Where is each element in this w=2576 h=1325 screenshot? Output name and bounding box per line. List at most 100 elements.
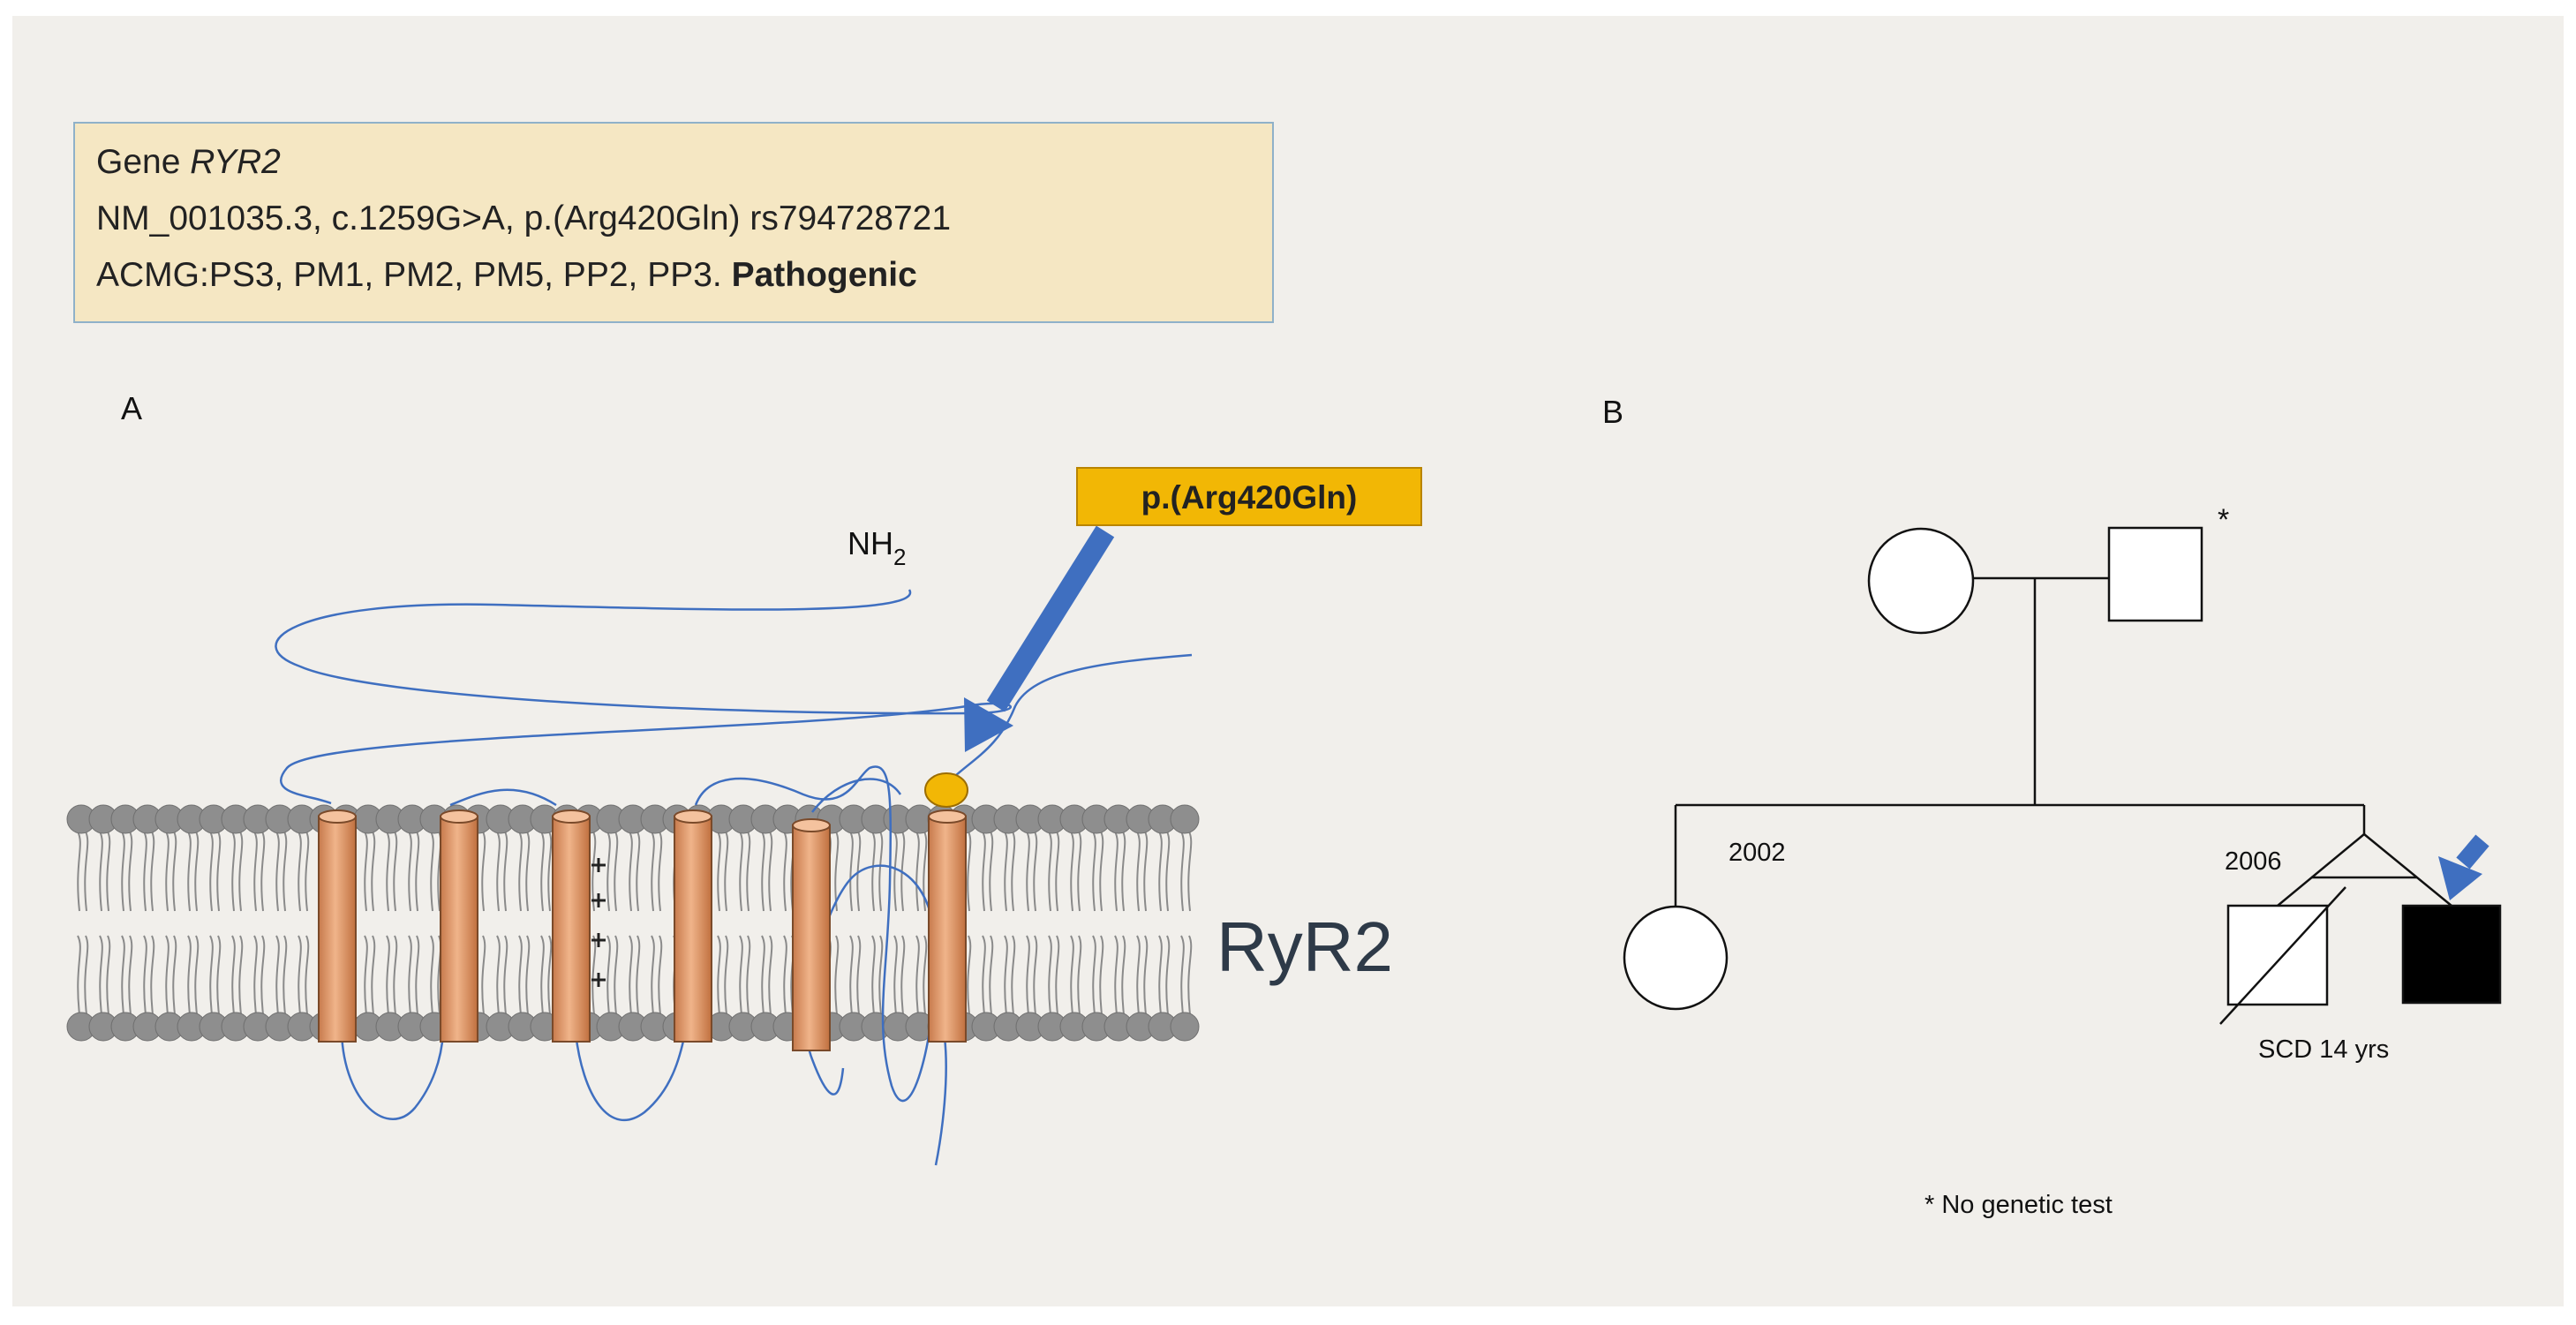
lipid-head: [1170, 804, 1200, 834]
lipid-tail: [761, 935, 765, 1015]
lipid-tail: [629, 831, 633, 912]
lipid-tail: [967, 935, 972, 1015]
lipid-heads-outer: [66, 804, 1200, 834]
lipid-tail: [386, 831, 390, 912]
lipid-tails: [77, 831, 1193, 1015]
lipid-tail: [525, 935, 531, 1015]
lipid-tail: [209, 935, 214, 1015]
twin-line-left: [2277, 833, 2365, 907]
lipid-tail: [525, 831, 531, 912]
lipid-tail: [1033, 935, 1038, 1015]
lipid-tail: [1004, 935, 1008, 1015]
lipid-tail: [1026, 935, 1030, 1015]
lipid-tail: [871, 831, 876, 912]
lipid-tail: [982, 831, 986, 912]
lipid-tail: [408, 831, 412, 912]
lipid-tail: [298, 831, 302, 912]
lipid-tail: [496, 935, 501, 1015]
lipid-tail: [518, 831, 523, 912]
lipid-tail: [871, 935, 876, 1015]
lipid-tail: [165, 935, 169, 1015]
lipid-tail: [717, 935, 721, 1015]
lipid-tail: [856, 831, 862, 912]
lipid-tail: [393, 831, 398, 912]
lipid-tail: [614, 935, 619, 1015]
lipid-tail: [253, 831, 258, 912]
lipid-tail: [84, 831, 89, 912]
lipid-tail: [216, 831, 222, 912]
lipid-tail: [1092, 831, 1096, 912]
lipid-tail: [275, 935, 280, 1015]
daughter-symbol: [1623, 905, 1729, 1011]
lipid-tail: [503, 935, 508, 1015]
protein-chain: [275, 589, 1193, 1166]
lipid-tail: [893, 831, 898, 912]
lipid-tail: [768, 831, 773, 912]
proband-arrow-icon: [2438, 834, 2489, 900]
gene-name: RYR2: [190, 143, 281, 181]
lipid-tail: [194, 831, 200, 912]
n-terminus-label: NH2: [847, 525, 906, 570]
lipid-tail: [187, 831, 192, 912]
helix-tm2: [440, 809, 478, 1043]
lipid-tail: [503, 831, 508, 912]
panel-b-label: B: [1602, 394, 1624, 430]
lipid-tail: [282, 831, 288, 912]
lipid-tail: [761, 831, 765, 912]
lipid-tail: [1055, 935, 1060, 1015]
lipid-tail: [1011, 935, 1016, 1015]
c-terminal-tail: [934, 1036, 947, 1166]
lipid-tail: [834, 831, 840, 912]
lipid-tail: [77, 831, 81, 912]
lipid-tail: [658, 831, 663, 912]
lipid-tail: [371, 831, 376, 912]
lipid-tail: [386, 935, 390, 1015]
lipid-tail: [746, 831, 751, 912]
lipid-tail: [209, 831, 214, 912]
lipid-tail: [834, 935, 840, 1015]
lipid-tail: [989, 935, 994, 1015]
lipid-tail: [614, 831, 619, 912]
lipid-tail: [106, 935, 111, 1015]
lipid-tail: [878, 935, 884, 1015]
gene-line: Gene RYR2: [96, 134, 1251, 191]
lipid-tail: [231, 935, 236, 1015]
lipid-tail: [1114, 935, 1119, 1015]
lipid-tail: [1136, 935, 1141, 1015]
lipid-tail: [260, 831, 266, 912]
lipid-tail: [231, 831, 236, 912]
lipid-tail: [496, 831, 501, 912]
deceased-note: SCD 14 yrs: [2258, 1035, 2389, 1064]
lipid-tail: [783, 935, 787, 1015]
lipid-tail: [1187, 935, 1193, 1015]
lipid-tail: [783, 831, 787, 912]
lipid-tail: [900, 935, 906, 1015]
lipid-tail: [1143, 831, 1149, 912]
lipid-tail: [150, 831, 155, 912]
lipid-tail: [739, 831, 743, 912]
lipid-tail: [1099, 831, 1104, 912]
helix-tm6: [928, 809, 967, 1043]
lipid-tail: [282, 935, 288, 1015]
lipid-tail: [915, 831, 920, 912]
acmg-line: ACMG:PS3, PM1, PM2, PM5, PP2, PP3. Patho…: [96, 247, 1251, 304]
lipid-tail: [900, 831, 906, 912]
lipid-tail: [415, 935, 420, 1015]
lipid-tail: [591, 831, 597, 912]
lipid-tail: [99, 935, 103, 1015]
lipid-tail: [1158, 831, 1163, 912]
lipid-tail: [121, 831, 125, 912]
lipid-tail: [305, 935, 310, 1015]
lipid-tail: [172, 831, 177, 912]
lipid-tail: [606, 935, 611, 1015]
lipid-tail: [849, 935, 854, 1015]
father-marker: *: [2218, 503, 2229, 537]
lipid-tail: [1055, 831, 1060, 912]
lipid-tail: [194, 935, 200, 1015]
lipid-tail: [1004, 831, 1008, 912]
lipid-tail: [724, 831, 729, 912]
lipid-tail: [1048, 831, 1052, 912]
variant-info-box: Gene RYR2 NM_001035.3, c.1259G>A, p.(Arg…: [73, 122, 1274, 323]
loop-tm2-tm3: [449, 788, 557, 807]
